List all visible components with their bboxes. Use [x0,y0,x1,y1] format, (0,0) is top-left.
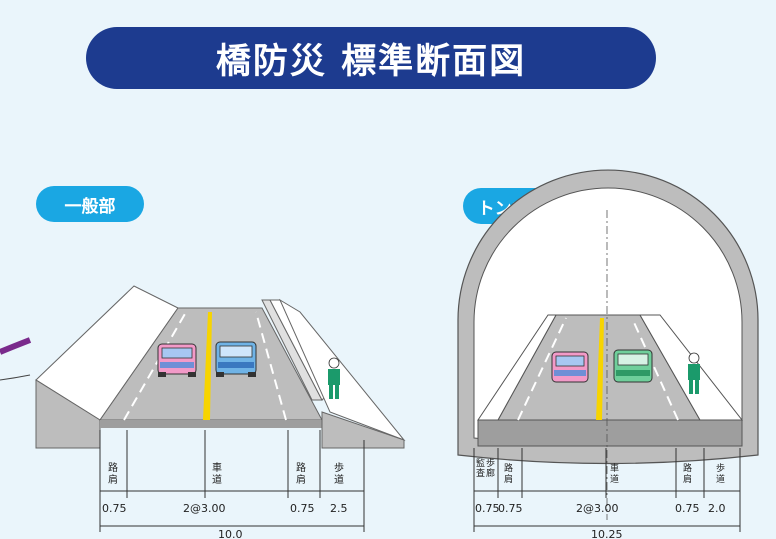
tunnel-dimension-lines [473,448,741,532]
general-dim-sidewalk: 2.5 [330,502,348,515]
tunnel-label-inspection-2: 査 [476,467,485,479]
general-label-sidewalk-1: 歩 [334,461,344,474]
pedestrian-general [328,357,340,399]
tunnel-dim-walkway: 0.75 [475,502,500,515]
general-section-labels: 路 肩 車 道 路 肩 歩 道 [108,461,344,486]
tunnel-label-sidewalk-2: 道 [716,473,725,485]
general-label-shoulder2-2: 肩 [296,473,306,486]
tunnel-label-shoulder2-1: 路 [683,462,692,474]
tunnel-cross-section [457,169,759,532]
general-label-roadway-2: 道 [212,473,222,486]
car-blue [215,341,257,377]
tunnel-label-roadway-2: 道 [610,473,619,485]
tunnel-dim-shoulder-right: 0.75 [675,502,700,515]
lane-line-left [123,311,187,421]
tunnel-dim-shoulder-left: 0.75 [498,502,523,515]
general-dim-lanes: 2@3.00 [183,502,226,515]
general-label-sidewalk-2: 道 [334,473,344,486]
general-road-edge [100,420,322,428]
left-edge-curve [0,337,32,355]
tunnel-label-inspection-4: 廊 [486,467,495,479]
title-banner: 橋防災 標準断面図 [86,27,656,89]
general-label-shoulder-2: 肩 [108,473,118,486]
general-dim-total: 10.0 [218,528,243,539]
general-label-roadway-1: 車 [212,461,222,474]
tunnel-label-inspection-1: 監 [476,457,485,469]
tunnel-left-walkway [477,314,557,421]
tunnel-dim-sidewalk: 2.0 [708,502,726,515]
page-title: 橋防災 標準断面図 [215,41,527,82]
tunnel-label-inspection-3: 歩 [486,457,495,469]
tunnel-label-shoulder-2: 肩 [504,473,513,485]
general-dimension-values: 0.75 2@3.00 0.75 2.5 10.0 [102,502,348,539]
general-label-shoulder-1: 路 [108,461,118,474]
general-label-shoulder2-1: 路 [296,461,306,474]
general-cross-section [35,285,406,532]
pedestrian-tunnel [688,352,700,394]
tunnel-center-line [596,318,604,420]
tunnel-lane-line-left [517,317,567,421]
center-line [203,312,212,420]
general-dim-shoulder-right: 0.75 [290,502,315,515]
left-edge-line [0,374,31,381]
tunnel-label-shoulder-1: 路 [504,462,513,474]
tunnel-dimension-values: 0.75 0.75 2@3.00 0.75 2.0 10.25 [475,502,726,539]
tunnel-lane-line-right [631,317,679,421]
tunnel-label-shoulder2-2: 肩 [683,473,692,485]
tunnel-dim-total: 10.25 [591,528,623,539]
tunnel-label-roadway-1: 車 [610,462,619,474]
tunnel-car-pink [551,351,589,383]
tunnel-label-sidewalk-1: 歩 [716,462,725,474]
general-dim-shoulder-left: 0.75 [102,502,127,515]
sidewalk-face [321,411,405,449]
tunnel-section-labels: 監 査 歩 廊 路 肩 車 道 路 肩 歩 道 [476,457,725,485]
tunnel-dim-lanes: 2@3.00 [576,502,619,515]
general-section-tag: 一般部 [36,186,144,222]
general-dimension-lines [99,430,365,532]
tunnel-car-green [613,349,653,383]
lane-line-right [255,311,287,421]
car-pink [157,343,197,377]
tunnel-road-slab [477,419,743,447]
